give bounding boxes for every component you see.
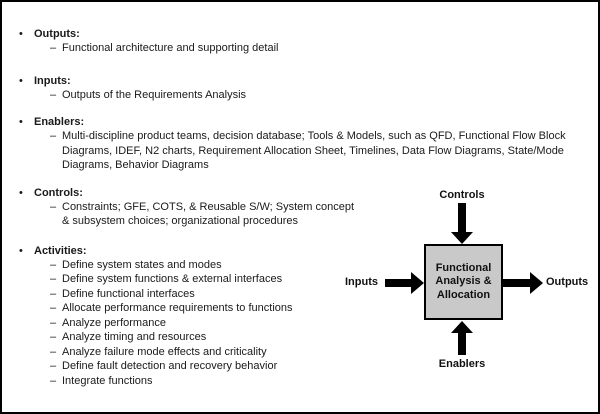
list-item: – Define fault detection and recovery be… xyxy=(17,359,592,374)
box-label-line: Analysis & xyxy=(435,275,492,288)
bullet-icon: • xyxy=(19,244,23,257)
dash-icon: – xyxy=(50,42,57,54)
list-item-text: Analyze failure mode effects and critica… xyxy=(62,345,267,358)
section-enablers: • Enablers: – Multi-discipline product t… xyxy=(17,115,592,173)
bullet-icon: • xyxy=(19,74,23,87)
list-item: – Outputs of the Requirements Analysis xyxy=(17,88,592,103)
list-item-text: Functional architecture and supporting d… xyxy=(62,42,279,54)
dash-icon: – xyxy=(50,374,57,387)
box-label-line: Functional xyxy=(435,261,492,274)
list-item: – Define system functions & external int… xyxy=(17,272,592,287)
section-activities-heading: • Activities: xyxy=(17,244,592,258)
enablers-arrow-shaft xyxy=(458,333,466,355)
dash-icon: – xyxy=(50,316,57,329)
list-item: – Allocate performance requirements to f… xyxy=(17,301,592,316)
section-enablers-heading: • Enablers: xyxy=(17,115,592,129)
section-activities: • Activities: – Define system states and… xyxy=(17,244,592,389)
list-item-text: Allocate performance requirements to fun… xyxy=(62,302,293,314)
dash-icon: – xyxy=(50,258,57,271)
section-controls-heading: • Controls: xyxy=(17,186,592,200)
list-item-text: Define fault detection and recovery beha… xyxy=(62,360,278,372)
section-title: Outputs: xyxy=(34,28,80,40)
dash-icon: – xyxy=(50,88,57,101)
section-title: Enablers: xyxy=(34,116,85,128)
list-item: – Define functional interfaces xyxy=(17,287,592,302)
section-inputs-heading: • Inputs: xyxy=(17,74,592,88)
dash-icon: – xyxy=(50,130,57,142)
bullet-list-panel: • Outputs: – Functional architecture and… xyxy=(17,27,592,388)
section-controls: • Controls: – Constraints; GFE, COTS, & … xyxy=(17,186,592,229)
dash-icon: – xyxy=(50,360,57,372)
arrow-right-icon xyxy=(530,272,543,294)
section-title: Inputs: xyxy=(34,74,71,87)
bullet-icon: • xyxy=(19,186,23,199)
dash-icon: – xyxy=(50,200,57,213)
arrow-up-icon xyxy=(451,321,473,333)
list-item-text: Define functional interfaces xyxy=(62,287,195,300)
section-title: Activities: xyxy=(34,244,87,257)
section-inputs: • Inputs: – Outputs of the Requirements … xyxy=(17,74,592,103)
section-outputs-heading: • Outputs: xyxy=(17,27,592,41)
controls-arrow-shaft xyxy=(458,203,466,233)
list-item-text: Analyze performance xyxy=(62,316,166,329)
outputs-arrow-shaft xyxy=(503,279,530,287)
diagram-label-inputs: Inputs xyxy=(345,276,378,288)
bullet-icon: • xyxy=(19,116,23,128)
functional-analysis-box: Functional Analysis & Allocation xyxy=(424,244,503,320)
list-item: – Analyze performance xyxy=(17,316,592,331)
diagram-label-outputs: Outputs xyxy=(546,276,589,288)
box-label-line: Allocation xyxy=(436,288,491,301)
section-outputs: • Outputs: – Functional architecture and… xyxy=(17,27,592,56)
diagram-label-enablers: Enablers xyxy=(438,358,486,370)
list-item: – Constraints; GFE, COTS, & Reusable S/W… xyxy=(17,200,592,229)
dash-icon: – xyxy=(50,273,57,285)
list-item-text: Integrate functions xyxy=(62,374,153,387)
section-outputs-items: – Functional architecture and supporting… xyxy=(17,41,592,56)
list-item-text: Define system states and modes xyxy=(62,258,222,271)
functional-analysis-box-label: Functional Analysis & Allocation xyxy=(435,262,491,303)
dash-icon: – xyxy=(50,345,57,358)
section-enablers-items: – Multi-discipline product teams, decisi… xyxy=(17,129,592,173)
list-item: – Integrate functions xyxy=(17,374,592,389)
section-controls-items: – Constraints; GFE, COTS, & Reusable S/W… xyxy=(17,200,592,229)
dash-icon: – xyxy=(50,287,57,300)
dash-icon: – xyxy=(50,331,57,343)
bullet-icon: • xyxy=(19,28,23,40)
arrow-right-icon xyxy=(411,272,424,294)
list-item: – Analyze timing and resources xyxy=(17,330,592,345)
inputs-arrow-shaft xyxy=(385,279,411,287)
list-item: – Analyze failure mode effects and criti… xyxy=(17,345,592,360)
section-inputs-items: – Outputs of the Requirements Analysis xyxy=(17,88,592,103)
list-item: – Multi-discipline product teams, decisi… xyxy=(17,129,592,173)
dash-icon: – xyxy=(50,302,57,314)
list-item-text: Analyze timing and resources xyxy=(62,331,207,343)
list-item-text: Outputs of the Requirements Analysis xyxy=(62,88,247,101)
list-item-text: Define system functions & external inter… xyxy=(62,273,283,285)
list-item: – Define system states and modes xyxy=(17,258,592,273)
section-title: Controls: xyxy=(34,186,83,199)
arrow-down-icon xyxy=(451,232,473,244)
list-item-text: Multi-discipline product teams, decision… xyxy=(62,130,566,171)
section-activities-items: – Define system states and modes – Defin… xyxy=(17,258,592,389)
diagram-label-controls: Controls xyxy=(439,189,485,201)
list-item-text: Constraints; GFE, COTS, & Reusable S/W; … xyxy=(62,200,355,228)
list-item: – Functional architecture and supporting… xyxy=(17,41,592,56)
